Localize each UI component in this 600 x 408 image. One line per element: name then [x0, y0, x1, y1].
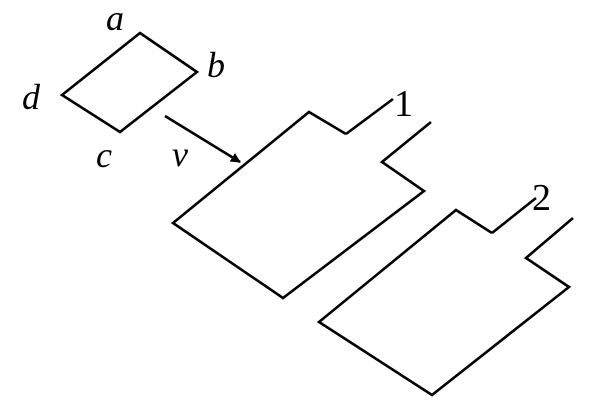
coil-1	[170, 110, 432, 300]
coil-2-lead	[491, 196, 537, 235]
coil-2	[316, 208, 574, 397]
label-a: a	[106, 0, 124, 38]
label-velocity: v	[172, 134, 188, 174]
label-c: c	[96, 135, 112, 175]
label-d: d	[22, 77, 41, 117]
coil-1-lead	[345, 97, 394, 136]
velocity-arrow	[164, 114, 241, 164]
label-coil-1: 1	[394, 83, 413, 125]
label-coil-2: 2	[532, 177, 551, 219]
square-loop	[59, 31, 200, 134]
label-b: b	[207, 45, 225, 85]
